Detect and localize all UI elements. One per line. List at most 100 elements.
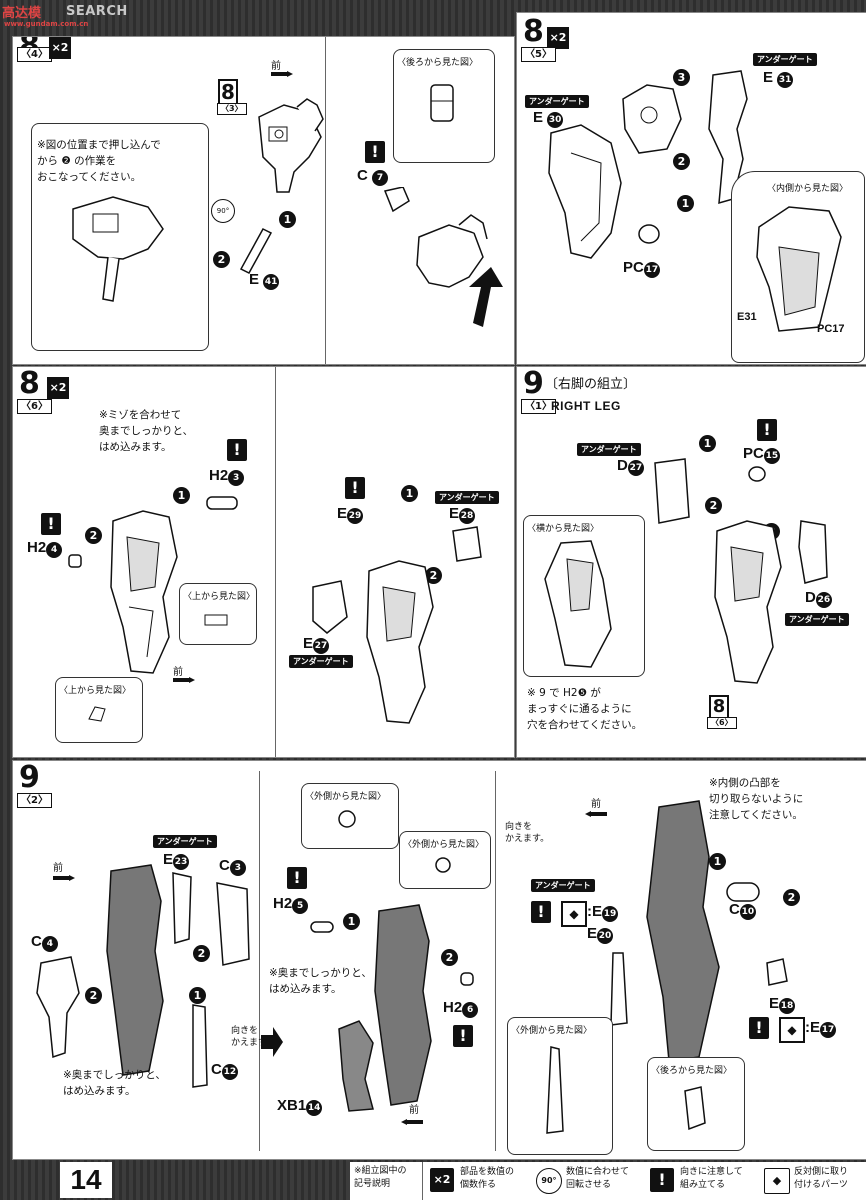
turn-note: 向きを かえます。 [505, 822, 550, 844]
d26-part [798, 520, 828, 584]
part-number-badge: 17 [643, 262, 660, 278]
pin-part-illustration [239, 228, 273, 274]
ref-step-number: 8 [709, 695, 729, 719]
step-sub: 〈5〉 [521, 47, 556, 62]
part-letter: E [163, 851, 174, 868]
multiplier-badge: ×2 [49, 37, 71, 59]
step-circle-1: 1 [173, 487, 190, 504]
outer-leg-frame [374, 904, 432, 1106]
under-gate-badge: アンダーゲート [753, 53, 817, 66]
part-label-e30: E 30 [533, 109, 564, 128]
legend-warning-text: 向きに注意して 組み立てる [680, 1167, 743, 1190]
opposite-side-icon: ◆ [561, 901, 587, 927]
part-number-badge: 30 [547, 112, 564, 128]
part-number-badge: 19 [602, 906, 619, 922]
under-gate-badge: アンダーゲート [153, 835, 217, 848]
part-number-badge: 17 [820, 1022, 837, 1038]
watermark: 高达模 SEARCH www.gundam.com.cn [0, 0, 210, 28]
part-letter: E [769, 995, 780, 1012]
part-number-badge: 14 [306, 1100, 323, 1116]
outer-view-part [338, 810, 356, 828]
step-circle-2: 2 [85, 987, 102, 1004]
front-label: 前 [409, 1105, 419, 1116]
section-title: 〔右脚の組立〕 [545, 377, 637, 392]
step-circle-1: 1 [343, 913, 360, 930]
orientation-warning-icon: ! [531, 901, 551, 923]
panel-step-8-6: 8 ×2 〈6〉 ※ミゾを合わせて 奥までしっかりと、 はめ込みます。 ! H2… [12, 366, 515, 758]
insert-note: ※奥までしっかりと、 はめ込みます。 [269, 967, 372, 995]
step-sub: 〈1〉 [521, 399, 556, 414]
leg-frame-rotated [646, 800, 720, 1062]
inside-view-title: 〈内側から見た図〉 [767, 184, 849, 194]
ref-step-sub: 〈6〉 [707, 717, 737, 729]
step-number: 8 [523, 14, 544, 49]
outer-view-title: 〈外側から見た図〉 [403, 840, 485, 850]
groove-note: ※ミゾを合わせて 奥までしっかりと、 はめ込みます。 [99, 409, 194, 453]
part-letter: E [810, 1019, 821, 1036]
align-note: ※ 9 で H2❺ が まっすぐに通るように 穴を合わせてください。 [527, 687, 643, 731]
under-gate-badge: アンダーゲート [785, 613, 849, 626]
orientation-warning-icon: ! [365, 141, 385, 163]
assembly-illustration [383, 187, 503, 327]
part-letter: E [449, 505, 460, 522]
part-number-badge: 41 [263, 274, 280, 290]
back-view-part [684, 1086, 706, 1131]
poly-cap-part [638, 224, 660, 244]
divider [495, 771, 496, 1151]
step-circle-1: 1 [279, 211, 296, 228]
part-letter: E [303, 635, 314, 652]
front-label: 前 [53, 863, 63, 874]
front-arrow-icon [173, 677, 195, 683]
step-circle-2: 2 [705, 497, 722, 514]
step-circle-1: 1 [699, 435, 716, 452]
under-gate-badge: アンダーゲート [531, 879, 595, 892]
leg-part-e30 [548, 124, 622, 259]
part-letter: E [249, 271, 260, 288]
part-letter: E [533, 109, 544, 126]
part-letter: H2 [443, 999, 463, 1016]
part-number-badge: 23 [173, 854, 190, 870]
step-sub: 〈2〉 [17, 793, 52, 808]
part-number-badge: 20 [597, 928, 614, 944]
divider [325, 37, 326, 364]
d27-part [654, 458, 690, 524]
panel-step-8-4: 8 〈4〉 ×2 前 8 〈3〉 ※図の位置まで押し込んで から ❷ の作業を … [12, 36, 515, 365]
orientation-warning-icon: ! [757, 419, 777, 441]
side-view-part [544, 540, 612, 668]
rotate-90-icon: 90° [211, 199, 235, 223]
legend-rotate-text: 数值に合わせて 回転させる [566, 1167, 630, 1190]
step-number: 9 [523, 366, 544, 401]
step-circle-3: 3 [673, 69, 690, 86]
part-number-badge: 12 [221, 1064, 238, 1080]
part-letter: D [617, 457, 628, 474]
insert-note: ※奥までしっかりと、 はめ込みます。 [63, 1069, 166, 1097]
leg-assembly-illustration [110, 510, 178, 674]
front-arrow-icon [401, 1119, 423, 1125]
step-number: 8 [19, 366, 40, 401]
xb1-part [338, 1020, 374, 1112]
part-number-badge: 6 [462, 1002, 479, 1018]
front-arrow-icon [271, 71, 293, 77]
part-letter: H2 [209, 467, 229, 484]
cut-note: ※内側の凸部を 切り取らないように 注意してください。 [709, 777, 804, 821]
turn-arrow-icon [261, 1027, 283, 1057]
divider [275, 367, 276, 757]
step-circle-1: 1 [677, 195, 694, 212]
step-circle-2: 2 [193, 945, 210, 962]
part-letter: E [763, 69, 774, 86]
legend-x2-text: 部品を数值の 個数作る [460, 1167, 515, 1190]
part-number-badge: 4 [46, 542, 63, 558]
part-letter: PC [743, 445, 764, 462]
